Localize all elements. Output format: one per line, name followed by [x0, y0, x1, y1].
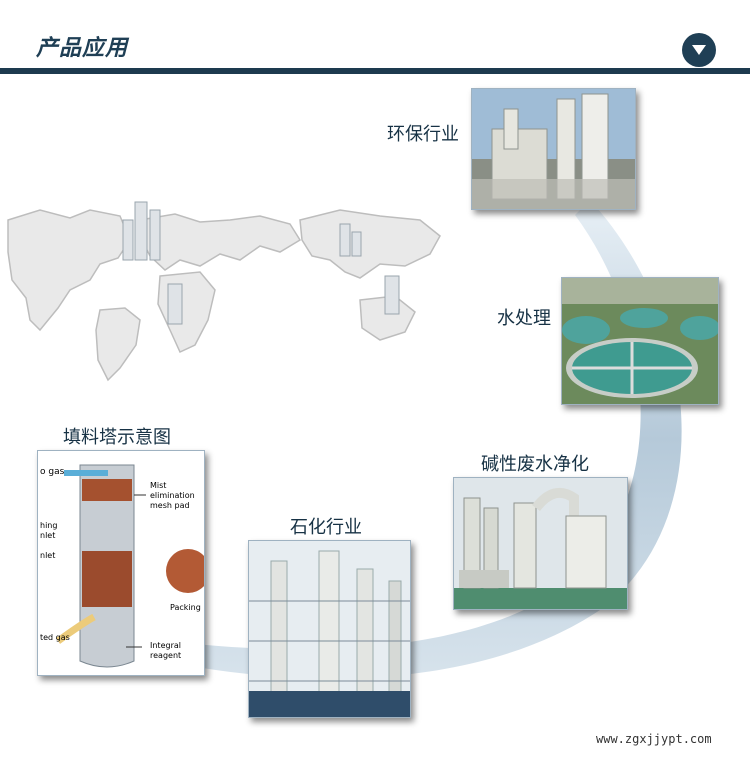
diagram-label-reagent: reagent — [150, 651, 182, 660]
label-water-treatment: 水处理 — [497, 308, 551, 329]
water-treatment-image — [561, 277, 719, 405]
environmental-plant-image — [471, 88, 636, 210]
diagram-label-elimination: elimination — [150, 491, 195, 500]
diagram-label-packing: Packing — [170, 603, 201, 612]
packed-tower-diagram-card: o gas Mist elimination mesh pad hing nle… — [37, 450, 205, 676]
label-environmental-industry: 环保行业 — [387, 124, 459, 145]
petrochemical-towers-image — [248, 540, 411, 718]
diagram-label-mesh-pad: mesh pad — [150, 501, 190, 510]
label-alkaline-wastewater: 碱性废水净化 — [481, 454, 589, 475]
diagram-label-mist: Mist — [150, 481, 167, 490]
diagram-label-integral: Integral — [150, 641, 181, 650]
label-packed-tower-diagram: 填料塔示意图 — [63, 427, 171, 448]
header-divider — [0, 68, 750, 74]
world-map-graphic — [7, 201, 441, 382]
website-url: www.zgxjjypt.com — [596, 732, 712, 746]
diagram-label-gas-out: o gas — [40, 467, 65, 477]
page-title: 产品应用 — [36, 36, 129, 61]
diagram-label-gas-in: ted gas — [40, 633, 70, 642]
diagram-label-inlet-1: hing — [40, 521, 58, 530]
diagram-label-inlet-2: nlet — [40, 531, 56, 540]
label-petrochemical-industry: 石化行业 — [290, 517, 362, 538]
alkaline-wastewater-image — [453, 477, 628, 610]
page-header: 产品应用 — [0, 0, 750, 76]
diagram-label-inlet-3: nlet — [40, 551, 56, 560]
chevron-down-icon[interactable] — [682, 33, 716, 67]
